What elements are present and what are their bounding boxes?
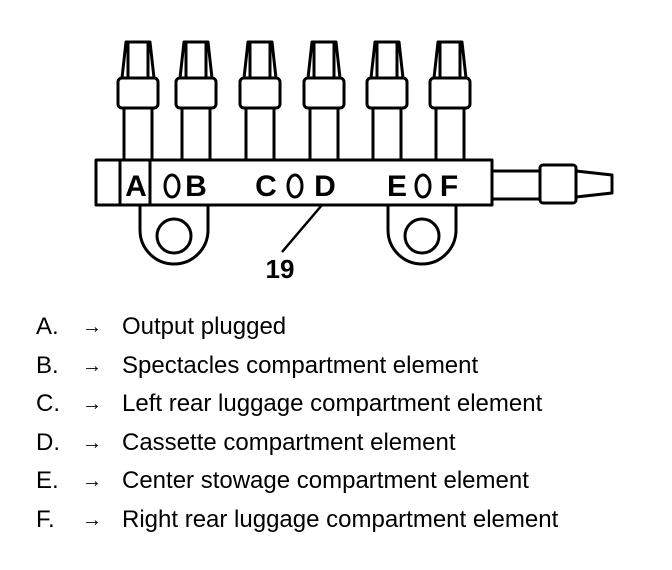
port-label-a: A	[125, 170, 147, 203]
legend-description: Center stowage compartment element	[122, 467, 529, 495]
legend-letter: C.	[36, 390, 60, 418]
mounting-ear-right	[386, 203, 458, 266]
legend-description: Left rear luggage compartment element	[122, 390, 543, 418]
manifold-diagram: A B C D E F 19	[94, 40, 614, 284]
outlet-tube	[488, 163, 614, 205]
legend: A. → Output plugged B. → Spectacles comp…	[36, 308, 558, 539]
arrow-icon: →	[82, 354, 102, 377]
arrow-icon: →	[82, 508, 102, 531]
arrow-icon: →	[82, 393, 102, 416]
nozzle-port-1	[116, 40, 160, 162]
legend-item-e: E. → Center stowage compartment element	[36, 462, 558, 501]
arrow-icon: →	[82, 431, 102, 454]
legend-letter: A.	[36, 313, 59, 341]
legend-description: Cassette compartment element	[122, 428, 456, 456]
legend-description: Output plugged	[122, 313, 287, 341]
legend-description: Right rear luggage compartment element	[122, 505, 559, 533]
legend-item-a: A. → Output plugged	[36, 308, 558, 347]
port-label-c: C	[255, 170, 277, 203]
legend-letter: E.	[36, 467, 59, 495]
nozzle-port-3	[238, 40, 282, 162]
nozzle-port-2	[174, 40, 218, 162]
port-rings	[163, 173, 432, 199]
legend-item-b: B. → Spectacles compartment element	[36, 347, 558, 386]
nozzle-port-6	[428, 40, 472, 162]
nozzle-port-5	[365, 40, 409, 162]
port-label-b: B	[185, 170, 207, 203]
legend-description: Spectacles compartment element	[122, 351, 479, 379]
nozzle-port-4	[302, 40, 346, 162]
arrow-icon: →	[82, 316, 102, 339]
mounting-ear-left	[138, 203, 210, 266]
legend-letter: B.	[36, 351, 59, 379]
legend-item-f: F. → Right rear luggage compartment elem…	[36, 501, 558, 540]
port-label-e: E	[387, 170, 407, 203]
reference-leader-line	[281, 204, 323, 253]
legend-letter: F.	[36, 505, 55, 533]
port-a-plug	[118, 158, 152, 207]
legend-letter: D.	[36, 428, 60, 456]
port-label-f: F	[440, 170, 458, 203]
port-label-d: D	[314, 170, 336, 203]
legend-item-c: C. → Left rear luggage compartment eleme…	[36, 385, 558, 424]
reference-number: 19	[266, 254, 295, 284]
legend-item-d: D. → Cassette compartment element	[36, 424, 558, 463]
arrow-icon: →	[82, 470, 102, 493]
